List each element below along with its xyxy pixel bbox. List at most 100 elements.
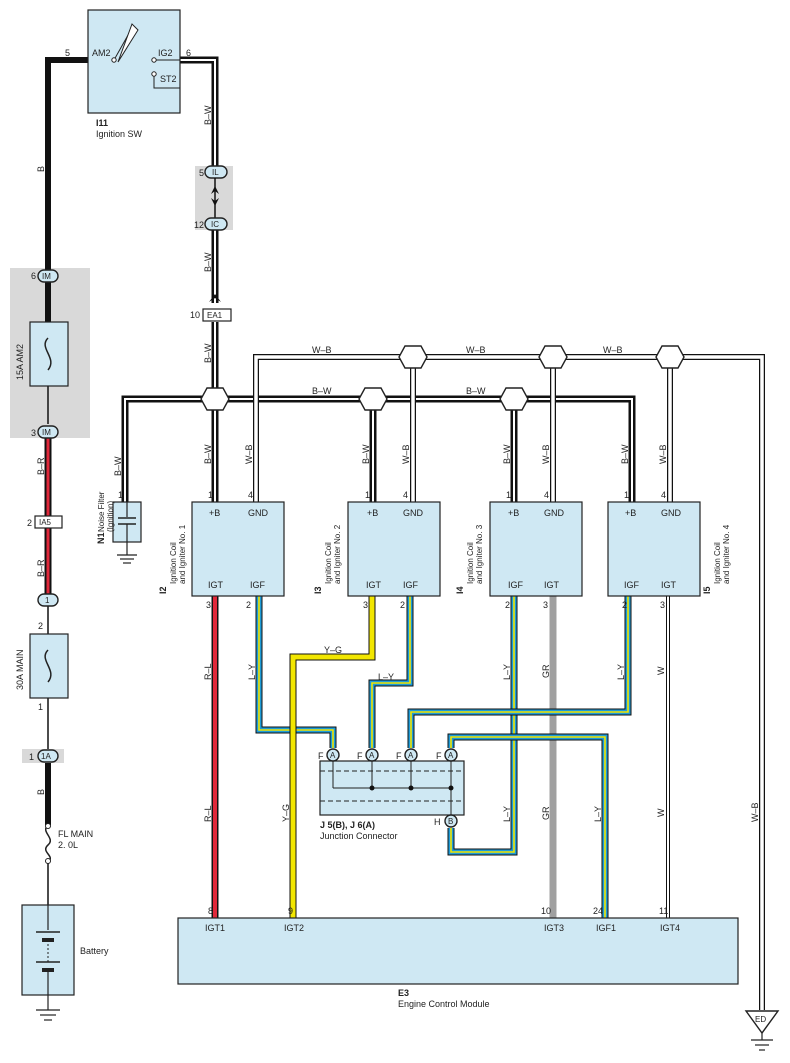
svg-text:6: 6	[31, 271, 36, 281]
pin-am2-label: AM2	[92, 48, 111, 58]
svg-text:IGF: IGF	[508, 580, 524, 590]
svg-text:4: 4	[544, 490, 549, 500]
svg-text:I3: I3	[313, 586, 323, 594]
svg-text:(Ignition): (Ignition)	[106, 501, 115, 532]
svg-text:Junction Connector: Junction Connector	[320, 831, 398, 841]
svg-text:IGT2: IGT2	[284, 923, 304, 933]
connector-il: 5 IL	[199, 165, 228, 218]
svg-text:IGF: IGF	[624, 580, 640, 590]
svg-text:IGF: IGF	[250, 580, 266, 590]
wb-label-3: W–B	[603, 345, 623, 355]
svg-text:GND: GND	[403, 508, 424, 518]
wire-ly-coil4	[407, 596, 632, 748]
wire-label-ly-3: L–Y	[502, 664, 512, 680]
svg-text:3: 3	[363, 600, 368, 610]
svg-text:+B: +B	[367, 508, 378, 518]
svg-text:Noise Filter: Noise Filter	[97, 491, 106, 532]
connector-1a: 1 1A	[22, 749, 64, 763]
svg-text:+B: +B	[209, 508, 220, 518]
svg-text:IGT: IGT	[661, 580, 677, 590]
bus-wb	[253, 354, 765, 1010]
svg-text:IGF: IGF	[403, 580, 419, 590]
svg-text:24: 24	[593, 906, 603, 916]
svg-text:I4: I4	[455, 586, 465, 594]
splice-node	[398, 345, 428, 369]
svg-text:B–W: B–W	[620, 444, 630, 464]
svg-text:F: F	[396, 751, 402, 761]
pin-am2-num: 5	[65, 48, 70, 58]
svg-text:A: A	[369, 751, 375, 760]
wire-label-ly-5: L–Y	[593, 806, 603, 822]
engine-control-module: 8 IGT1 9 IGT2 10 IGT3 24 IGF1 11 IGT4 E3…	[177, 906, 739, 1009]
junction-connector: F A F A F A F A H B J 5(B), J 6(A) Junct…	[318, 748, 465, 841]
svg-text:IGT: IGT	[208, 580, 224, 590]
fusible-link-fl-main: FL MAIN 2. 0L	[45, 823, 93, 864]
svg-text:2: 2	[246, 600, 251, 610]
svg-text:W–B: W–B	[244, 444, 254, 464]
connector-ic: 12 IC	[194, 217, 228, 231]
svg-text:3: 3	[543, 600, 548, 610]
svg-text:10: 10	[190, 310, 200, 320]
wire-label-b-bottom: B	[36, 789, 46, 795]
svg-text:1: 1	[506, 490, 511, 500]
connector-ea1: 10 EA1	[190, 294, 232, 322]
wire-yg-igt2	[289, 596, 376, 918]
svg-text:2: 2	[38, 621, 43, 631]
svg-text:3: 3	[206, 600, 211, 610]
wire-bw-trunk	[180, 56, 219, 388]
svg-text:W–B: W–B	[658, 444, 668, 464]
wire-label-ly-1: L–Y	[247, 664, 257, 680]
splice-node	[358, 387, 388, 411]
svg-text:2. 0L: 2. 0L	[58, 840, 78, 850]
svg-text:B–W: B–W	[203, 444, 213, 464]
wire-label-yg-1: Y–G	[324, 645, 342, 655]
svg-text:W–B: W–B	[541, 444, 551, 464]
svg-text:IC: IC	[211, 220, 219, 229]
fuse-15a-am2: 15A AM2	[15, 321, 69, 387]
svg-text:9: 9	[288, 906, 293, 916]
svg-text:IGT3: IGT3	[544, 923, 564, 933]
svg-text:+B: +B	[625, 508, 636, 518]
connector-im-top: 6 IM	[31, 269, 59, 283]
wb-label-2: W–B	[466, 345, 486, 355]
svg-text:2: 2	[505, 600, 510, 610]
svg-text:B–W: B–W	[113, 456, 123, 476]
svg-text:1: 1	[624, 490, 629, 500]
svg-text:IGT: IGT	[544, 580, 560, 590]
wire-label-br-2: B–R	[36, 559, 46, 577]
wire-label-b-top: B	[36, 166, 46, 172]
svg-text:F: F	[436, 751, 442, 761]
svg-text:GND: GND	[248, 508, 269, 518]
svg-text:Ignition Coil: Ignition Coil	[466, 542, 475, 584]
svg-text:1: 1	[38, 702, 43, 712]
svg-text:IGT: IGT	[366, 580, 382, 590]
svg-text:1: 1	[118, 490, 123, 500]
connector-ia5: 2 IA5	[27, 515, 63, 529]
bw-label-2: B–W	[466, 386, 486, 396]
svg-text:Ignition Coil: Ignition Coil	[169, 542, 178, 584]
pin-st2-label: ST2	[160, 74, 177, 84]
wire-label-ly-4: L–Y	[502, 806, 512, 822]
wire-ly-coil2	[368, 596, 414, 748]
wire-label-bw-3: B–W	[203, 343, 213, 363]
svg-text:Ignition Coil: Ignition Coil	[324, 542, 333, 584]
svg-text:IM: IM	[42, 428, 51, 437]
svg-text:4: 4	[403, 490, 408, 500]
wire-ly-coil3	[447, 596, 518, 856]
connector-im-bottom: 3 IM	[31, 425, 59, 439]
splice-node	[499, 387, 529, 411]
svg-text:2: 2	[27, 518, 32, 528]
svg-text:4: 4	[661, 490, 666, 500]
svg-text:IM: IM	[42, 272, 51, 281]
svg-text:ED: ED	[755, 1015, 766, 1024]
svg-text:H: H	[434, 817, 441, 827]
svg-text:and Igniter No. 1: and Igniter No. 1	[178, 524, 187, 584]
svg-text:Ignition Coil: Ignition Coil	[713, 542, 722, 584]
wire-label-w-1: W	[656, 666, 666, 675]
splice-node	[655, 345, 685, 369]
wire-label-w-2: W	[656, 808, 666, 817]
svg-text:Battery: Battery	[80, 946, 109, 956]
svg-text:IA5: IA5	[39, 518, 52, 527]
wire-label-br-1: B–R	[36, 457, 46, 475]
